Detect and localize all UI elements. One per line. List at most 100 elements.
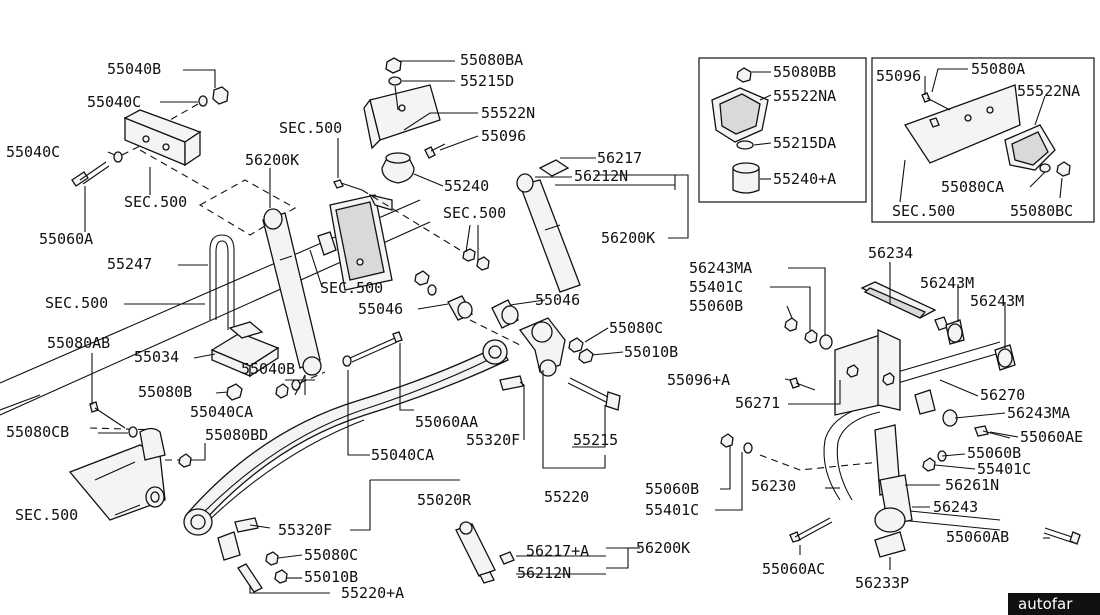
label-55320F-a: 55320F	[466, 431, 520, 449]
bushings-55046-drawing	[414, 270, 521, 346]
label-56271: 56271	[735, 394, 780, 412]
nut-55080B-drawing	[226, 383, 243, 401]
u-bolt-55247-drawing	[209, 234, 235, 330]
label-56234: 56234	[868, 244, 913, 262]
label-sec500-c: SEC.500	[15, 506, 78, 524]
leader-lines	[84, 60, 1063, 594]
watermark-logo: autofar	[1008, 593, 1100, 615]
shackle-upper-drawing	[518, 317, 621, 411]
insulator-55320F-drawing	[234, 375, 524, 533]
shock-absorber-left-drawing	[262, 208, 322, 376]
inset-left-parts-drawing	[711, 67, 769, 194]
inset-right-parts-drawing	[904, 84, 1071, 177]
nuts-right-drawing	[720, 433, 947, 472]
label-sec500-f: SEC.500	[443, 204, 506, 222]
label-sec500-e: SEC.500	[320, 279, 383, 297]
label-56212N-b: 56212N	[517, 564, 571, 582]
bracket-56271-drawing	[834, 328, 901, 416]
label-55060AE: 55060AE	[1020, 428, 1083, 446]
label-sec500-d: SEC.500	[279, 119, 342, 137]
link-56234-drawing	[860, 281, 949, 331]
label-56200K-c: 56200K	[636, 539, 690, 557]
bolts-55096A-drawing	[784, 317, 833, 391]
bolt-55060A-drawing	[71, 145, 141, 187]
bolt-55096-drawing	[424, 143, 446, 159]
spring-plate-dash-outline	[139, 149, 297, 236]
label-56217: 56217	[597, 149, 642, 167]
label-55040C-top: 55040C	[87, 93, 141, 111]
label-55080C-b: 55080C	[304, 546, 358, 564]
label-55220: 55220	[544, 488, 589, 506]
bushing-56243-drawing	[914, 389, 1011, 439]
label-55060AB: 55060AB	[946, 528, 1009, 546]
label-55040B: 55040B	[107, 60, 161, 78]
part-labels: 55040B 55040C 55040C SEC.500 55060A 5524…	[6, 51, 1083, 602]
label-55060B-c: 55060B	[645, 480, 699, 498]
label-55240: 55240	[444, 177, 489, 195]
label-55046-a: 55046	[535, 291, 580, 309]
label-55080B: 55080B	[138, 383, 192, 401]
label-55096A: 55096+A	[667, 371, 730, 389]
label-56233P: 56233P	[855, 574, 909, 592]
label-55096-b: 55096	[876, 67, 921, 85]
label-55080BC: 55080BC	[1010, 202, 1073, 220]
label-55080CA: 55080CA	[941, 178, 1004, 196]
label-55060AC: 55060AC	[762, 560, 825, 578]
label-55401C-a: 55401C	[689, 278, 743, 296]
label-56200K-a: 56200K	[245, 151, 299, 169]
shackle-lower-drawing	[217, 531, 288, 593]
label-55401C-b: 55401C	[977, 460, 1031, 478]
shock-upper-bracket-drawing	[317, 194, 393, 291]
label-sec500-a: SEC.500	[124, 193, 187, 211]
bolt-55080CB-drawing	[89, 401, 138, 438]
clamp-56261N-drawing	[874, 424, 913, 558]
label-55247: 55247	[107, 255, 152, 273]
label-55220A: 55220+A	[341, 584, 404, 602]
inset-box-right	[871, 57, 1095, 223]
label-55010B-b: 55010B	[304, 568, 358, 586]
label-55040C-left: 55040C	[6, 143, 60, 161]
label-55522NA-a: 55522NA	[773, 87, 836, 105]
label-56212N: 56212N	[574, 167, 628, 185]
long-bolt-55060AA-drawing	[342, 331, 403, 367]
inset-box-left	[698, 57, 867, 203]
spring-seat-55034-drawing	[210, 321, 280, 378]
nut-55080BD-drawing	[165, 453, 192, 468]
label-56243MA-a: 56243MA	[689, 259, 752, 277]
label-55522N: 55522N	[481, 104, 535, 122]
label-55215: 55215	[573, 431, 618, 449]
label-55522NA-b: 55522NA	[1017, 82, 1080, 100]
label-55010B-a: 55010B	[624, 343, 678, 361]
bolt-55060AC-drawing	[789, 517, 833, 543]
crossmember-bracket-drawing	[123, 109, 202, 167]
label-56243M-b: 56243M	[970, 292, 1024, 310]
label-56261N: 56261N	[945, 476, 999, 494]
bracket-55522N-drawing	[363, 84, 441, 150]
label-56217A: 56217+A	[526, 542, 589, 560]
label-55320F-b: 55320F	[278, 521, 332, 539]
label-56270: 56270	[980, 386, 1025, 404]
label-sec500-g: SEC.500	[892, 202, 955, 220]
label-56230: 56230	[751, 477, 796, 495]
label-55060B-b: 55060B	[967, 444, 1021, 462]
bumper-55240-drawing	[381, 152, 415, 184]
label-55060AA: 55060AA	[415, 413, 478, 431]
label-56200K-b: 56200K	[601, 229, 655, 247]
label-56243: 56243	[933, 498, 978, 516]
label-55034: 55034	[134, 348, 179, 366]
label-55080A: 55080A	[971, 60, 1025, 78]
nut-55080BA-drawing	[385, 57, 402, 111]
nut-55040B-drawing	[169, 86, 229, 121]
label-56243MA-b: 56243MA	[1007, 404, 1070, 422]
label-55080AB: 55080AB	[47, 334, 110, 352]
nuts-sec500-drawing	[462, 248, 490, 271]
label-55240A: 55240+A	[773, 170, 836, 188]
label-55046-b: 55046	[358, 300, 403, 318]
leaf-spring-55020R-drawing	[183, 339, 509, 536]
bolt-55040B-mid-drawing	[333, 179, 461, 251]
label-55080BA: 55080BA	[460, 51, 523, 69]
label-55060B-a: 55060B	[689, 297, 743, 315]
bushings-56243M-drawing	[945, 319, 1016, 371]
label-55060A: 55060A	[39, 230, 93, 248]
